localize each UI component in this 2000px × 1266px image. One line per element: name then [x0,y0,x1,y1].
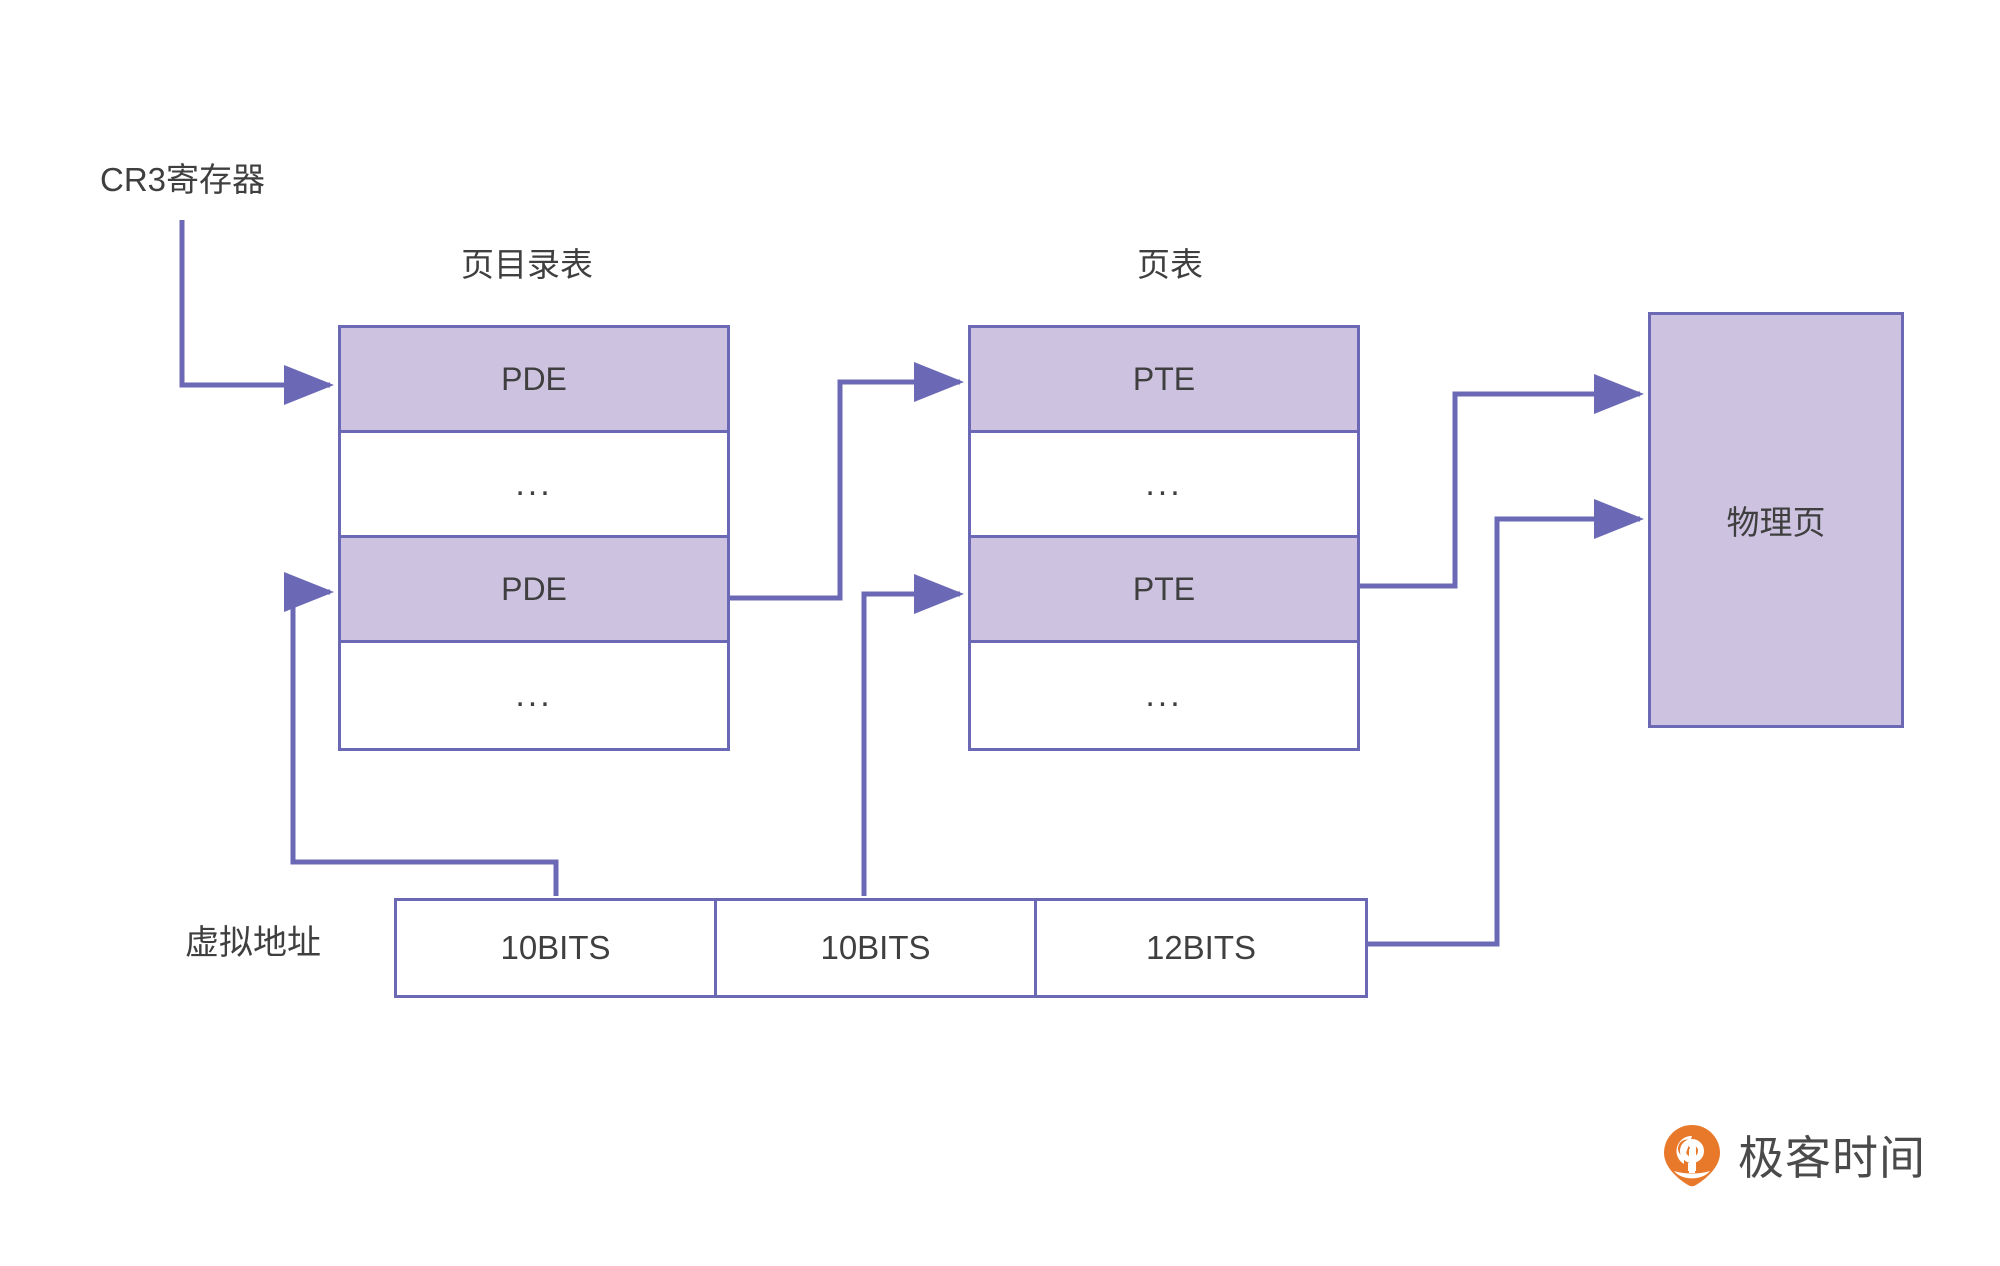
wire-pde2-to-pte1 [730,362,965,601]
virtual-address-segment-2-label: 12BITS [1145,929,1257,966]
page-directory-row-3: ... [341,643,727,748]
physical-page-label: 物理页 [1726,504,1826,541]
page-table-row-2-label: PTE [1132,570,1196,607]
page-directory-row-0: PDE [341,328,727,433]
page-directory-table-title: 页目录表 [461,246,593,283]
page-table-row-2: PTE [971,538,1357,643]
wire-vbits1-to-pte2 [861,574,965,896]
brand-watermark: 极客时间 [1660,1122,1926,1188]
page-directory-row-2-label: PDE [501,570,567,607]
virtual-address-label: 虚拟地址 [185,924,321,962]
virtual-address-segment-2: 12BITS [1037,901,1365,995]
page-directory-row-1: ... [341,433,727,538]
virtual-address-segment-1-label: 10BITS [820,929,931,966]
page-directory-row-2: PDE [341,538,727,643]
page-directory-row-1-label: ... [515,464,553,503]
physical-page-box: 物理页 [1648,312,1904,728]
wire-cr3-to-pde1 [179,220,335,405]
page-table-row-3-label: ... [1145,676,1183,714]
page-directory-row-3-label: ... [515,676,553,714]
cr3-register-label: CR3寄存器 [100,161,266,198]
virtual-address-segment-0: 10BITS [397,901,717,995]
page-directory-table: PDE ... PDE ... [338,325,730,751]
page-directory-row-0-label: PDE [501,360,567,397]
virtual-address-segment-1: 10BITS [717,901,1037,995]
page-table-row-0-label: PTE [1132,360,1196,397]
wire-vbits2-to-physical-page [1362,499,1645,947]
page-table-row-1-label: ... [1145,464,1183,503]
brand-name: 极客时间 [1738,1132,1926,1184]
page-table-row-3: ... [971,643,1357,748]
page-table-row-1: ... [971,433,1357,538]
virtual-address-bar: 10BITS 10BITS 12BITS [394,898,1368,998]
page-table-title: 页表 [1137,246,1203,283]
wire-pte2-to-physical-page [1360,374,1645,589]
page-table: PTE ... PTE ... [968,325,1360,751]
virtual-address-segment-0-label: 10BITS [500,929,611,966]
page-table-row-0: PTE [971,328,1357,433]
geektime-pin-icon [1664,1125,1720,1187]
